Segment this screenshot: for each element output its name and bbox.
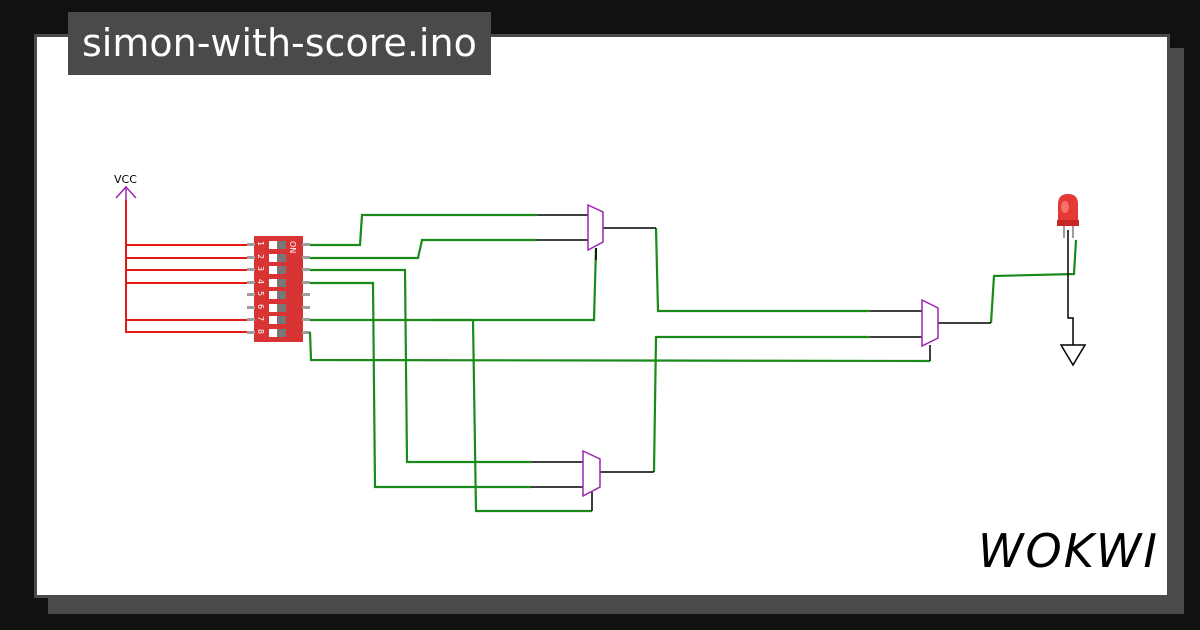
- dip-switch[interactable]: 1 2 3 4 5 6 7 8 ON: [247, 236, 310, 342]
- wokwi-logo-text: WOKWI: [978, 524, 1159, 578]
- dip-number-2: 2: [256, 254, 265, 259]
- power-wires: [125, 200, 252, 333]
- project-title: simon-with-score.ino: [68, 12, 491, 75]
- dip-number-7: 7: [256, 316, 265, 321]
- dip-number-1: 1: [256, 241, 265, 246]
- ground-triangle-icon[interactable]: [1059, 344, 1087, 367]
- dip-number-8: 8: [256, 329, 265, 334]
- mux-gate-top[interactable]: [587, 203, 604, 252]
- dip-on-label: ON: [288, 241, 297, 253]
- vcc-arrow-icon[interactable]: VCC: [114, 173, 137, 200]
- diagram-card: [34, 34, 1170, 598]
- dip-switch-right-pins: [302, 243, 310, 334]
- mux-gate-right[interactable]: [921, 298, 939, 348]
- dip-switch-toggles: [269, 241, 286, 337]
- gate-wires: [531, 214, 1074, 511]
- dip-switch-left-pins: [247, 243, 255, 334]
- mux-gate-bottom[interactable]: [582, 449, 601, 498]
- red-led-icon[interactable]: [1057, 194, 1079, 238]
- dip-number-4: 4: [256, 279, 265, 284]
- wokwi-logo: WOKWI: [978, 524, 1159, 578]
- dip-number-5: 5: [256, 291, 265, 296]
- dip-number-6: 6: [256, 304, 265, 309]
- dip-number-3: 3: [256, 266, 265, 271]
- signal-wires: [308, 213, 1078, 513]
- dip-switch-body: [254, 236, 303, 342]
- vcc-label: VCC: [114, 173, 137, 186]
